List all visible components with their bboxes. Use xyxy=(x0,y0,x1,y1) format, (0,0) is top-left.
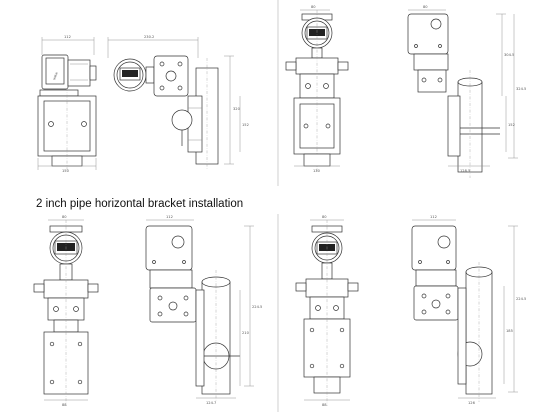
dim-side-base: 128.5 xyxy=(460,169,470,173)
svg-text:WiKai: WiKai xyxy=(52,71,59,80)
dim-width-2: 112 xyxy=(430,215,437,219)
dim-base: 130 xyxy=(313,169,321,173)
dim-base: 88 xyxy=(62,403,67,407)
panel-top-left: 112 WiKai 150 230.2 xyxy=(37,35,249,173)
dim-height: 320 xyxy=(233,107,241,111)
dim-side-base: 126 xyxy=(468,401,476,405)
section-caption: 2 inch pipe horizontal bracket installat… xyxy=(36,198,243,210)
dim-bracket: 152 xyxy=(508,123,515,127)
dim-inner: 185 xyxy=(506,329,513,333)
dim-width-1: 80 xyxy=(62,215,67,219)
dim-total: 324.5 xyxy=(516,87,526,91)
panel-bottom-right: 80 112 88 xyxy=(295,215,526,407)
dim-width-2: 112 xyxy=(166,215,173,219)
panel-top-right: 80 80 130 xyxy=(285,5,526,178)
dim-width: 112 xyxy=(64,35,71,39)
panel-bottom-left: 80 112 88 xyxy=(33,215,262,407)
dim-base: 150 xyxy=(62,169,70,173)
dim-width-2: 80 xyxy=(423,5,428,9)
dim-side-base: 124.7 xyxy=(206,401,216,405)
dim-height: 304.5 xyxy=(504,53,514,57)
dim-width-1: 80 xyxy=(311,5,316,9)
dim-side: 230.2 xyxy=(144,35,154,39)
dim-height: 224.5 xyxy=(516,297,526,301)
dim-width-1: 80 xyxy=(322,215,327,219)
dim-height: 224.5 xyxy=(252,305,262,309)
dim-bracket: 152 xyxy=(242,123,249,127)
dim-base: 88 xyxy=(322,403,327,407)
dim-inner: 210 xyxy=(242,331,250,335)
